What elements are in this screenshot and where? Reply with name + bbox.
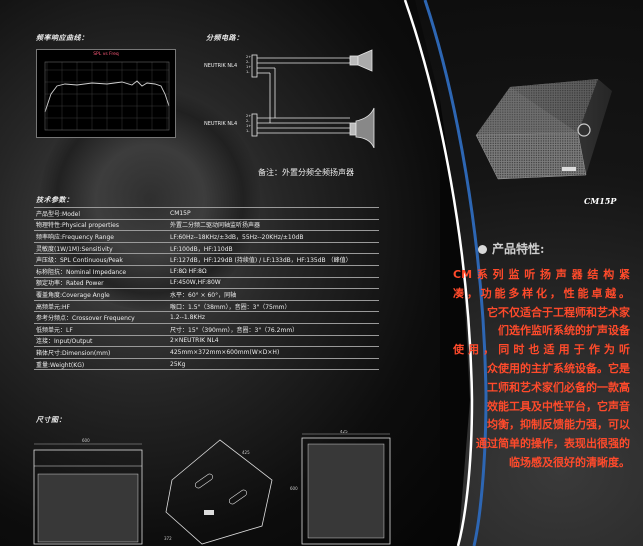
spec-row: 重量:Weight(KG)25Kg [34, 357, 379, 371]
feature-line: 们选作监听系统的扩声设备 [498, 324, 630, 338]
dimension-drawings: 600 425 372 425 600 [33, 430, 391, 545]
feature-line: 临场感及很好的清晰度。 [509, 455, 630, 469]
wiring-title: 分频电路： [206, 34, 244, 42]
spec-value: LF:450W,HF:80W [168, 276, 379, 289]
spec-value: LF:100dB，HF:110dB [168, 241, 379, 254]
features-title: 产品特性: [478, 240, 544, 257]
spec-value: 尺寸：15"（390mm），音圈：3"（76.2mm） [168, 322, 379, 336]
spec-value: 外置二分频二驱动同轴监听扬声器 [168, 218, 379, 231]
side-view-drawing: 425 372 [164, 439, 273, 545]
front-view-drawing: 600 [33, 438, 143, 545]
connector-label-2: NEUTRIK NL4 [204, 121, 238, 127]
spec-key: 声压级：SPL Continuous/Peak [34, 253, 168, 266]
spec-value: 25Kg [168, 357, 379, 371]
spec-value: CM15P [168, 207, 379, 220]
freq-response-title: 频率响应曲线： [36, 34, 89, 42]
feature-line: 均衡，抑制反馈能力强，可以 [487, 418, 630, 432]
spec-key: 额定功率：Rated Power [34, 276, 168, 289]
spec-key: 重量:Weight(KG) [34, 357, 168, 371]
side-width-label: 425 [242, 450, 250, 455]
feature-line: 通过简单的操作，表现出很强的 [476, 437, 630, 451]
spec-key: 产品型号:Model [34, 207, 168, 220]
spec-value: 1.2--1.8KHz [168, 311, 379, 324]
speaker-product-image [475, 79, 612, 180]
freq-response-chart: SPL vs Freq [36, 49, 176, 138]
note-text: 备注：外置分频全频扬声器 [258, 168, 354, 177]
back-height-label: 600 [290, 486, 298, 491]
spec-key: 连接：Input/Output [34, 334, 168, 347]
feature-line: 使用，同时也适用于作为听 [453, 343, 630, 357]
spec-key: 覆盖角度:Coverage Angle [34, 288, 168, 301]
spec-key: 箱体尺寸:Dimension(mm) [34, 346, 168, 359]
pin-labels-2: 2+2-1+1- [246, 114, 252, 133]
pin-labels-1: 2+2-1+1- [246, 55, 252, 74]
spec-title: 技术参数： [36, 196, 74, 204]
feature-line: 它不仅适合于工程师和艺术家 [487, 305, 630, 319]
spec-value: 425mm×372mm×600mm(W×D×H) [168, 346, 379, 359]
spec-value: 2×NEUTRIK NL4 [168, 334, 379, 347]
feature-line: 众使用的主扩系统设备。它是 [487, 361, 630, 375]
feature-line: 工师和艺术家们必备的一款高 [487, 380, 630, 394]
spec-key: 参考分频点：Crossover Frequency [34, 311, 168, 324]
spec-key: 标称阻抗：Nominal Impedance [34, 264, 168, 278]
dims-title: 尺寸图： [36, 416, 66, 424]
back-width-label: 425 [340, 430, 348, 434]
chart-header: SPL vs Freq [93, 52, 119, 57]
spec-key: 灵敏度(1W/1M):Sensitivity [34, 241, 168, 254]
back-view-drawing: 425 600 [290, 430, 391, 545]
feature-line: CM系列监听扬声器结构紧 [453, 268, 630, 281]
spec-key: 低频单元：LF [34, 322, 168, 336]
front-width-label: 600 [82, 438, 90, 443]
spec-key: 高频单元:HF [34, 299, 168, 312]
spec-key: 频率响应:Frequency Range [34, 230, 168, 243]
spec-value: LF:60Hz--18KHz/±3dB，55Hz--20KHz/±10dB [168, 230, 379, 243]
spec-value: LF:8Ω HF:8Ω [168, 264, 379, 278]
feature-line: 效能工具及中性平台，它声音 [487, 399, 630, 413]
spec-value: 水平：60° × 60°，同轴 [168, 288, 379, 301]
spec-value: LF:127dB，HF:129dB (持续值) / LF:133dB，HF:13… [168, 253, 379, 266]
wiring-diagram [251, 49, 375, 148]
spec-key: 物理特性:Physical properties [34, 218, 168, 231]
connector-label-1: NEUTRIK NL4 [204, 63, 238, 69]
spec-value: 喉口：1.5"（38mm），音圈：3"（75mm） [168, 299, 379, 312]
bullet-icon [478, 245, 487, 254]
model-label: CM15P [584, 196, 617, 206]
features-text: CM系列监听扬声器结构紧凑，功能多样化，性能卓越。它不仅适合于工程师和艺术家们选… [453, 266, 630, 473]
freq-response-plot [44, 61, 170, 131]
feature-line: 凑，功能多样化，性能卓越。 [453, 286, 630, 300]
side-depth-label: 372 [164, 536, 172, 541]
features-title-text: 产品特性: [492, 242, 545, 256]
spec-row: 箱体尺寸:Dimension(mm)425mm×372mm×600mm(W×D×… [34, 346, 379, 359]
